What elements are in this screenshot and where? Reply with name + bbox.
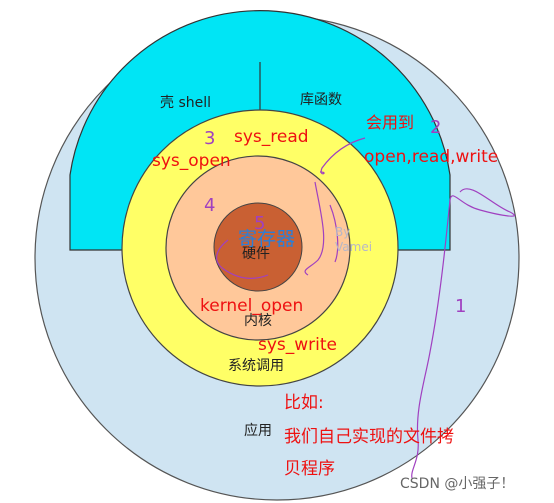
number-5: 5 [254,213,265,234]
annotation-stroke-outer [411,188,515,479]
kernel-label: 内核 [244,313,272,329]
sys-open-annotation: sys_open [152,151,231,171]
watermark-by: By [335,225,350,239]
hardware-core [213,202,303,292]
shell-label: 壳 shell [160,94,211,111]
number-2: 2 [430,117,441,138]
footer-credit: CSDN @小强子！ [400,476,514,492]
open-read-write-annotation: open,read,write [364,147,498,167]
example-annotation: 比如: [284,393,324,413]
sys-write-annotation: sys_write [258,335,337,355]
will-use-annotation: 会用到 [366,113,414,132]
annotation-stroke-core [216,239,269,279]
application-label: 应用 [244,422,272,439]
watermark-name: Vamei [335,240,372,254]
number-1: 1 [455,296,466,317]
hardware-label: 硬件 [242,246,270,262]
number-4: 4 [204,195,215,216]
library-label: 库函数 [300,92,342,108]
number-3: 3 [204,128,215,149]
annotation-stroke-inner [329,204,339,263]
sys-read-annotation: sys_read [234,127,309,147]
annotation-stroke-syscall [319,137,366,175]
example-line-1: 我们自己实现的文件拷 [284,427,454,447]
annotation-stroke-kernel [304,181,325,276]
register-label: 寄存器 [238,228,295,250]
kernel-open-annotation: kernel_open [200,296,303,316]
example-line-2: 贝程序 [284,459,335,479]
syscall-label: 系统调用 [228,358,284,374]
